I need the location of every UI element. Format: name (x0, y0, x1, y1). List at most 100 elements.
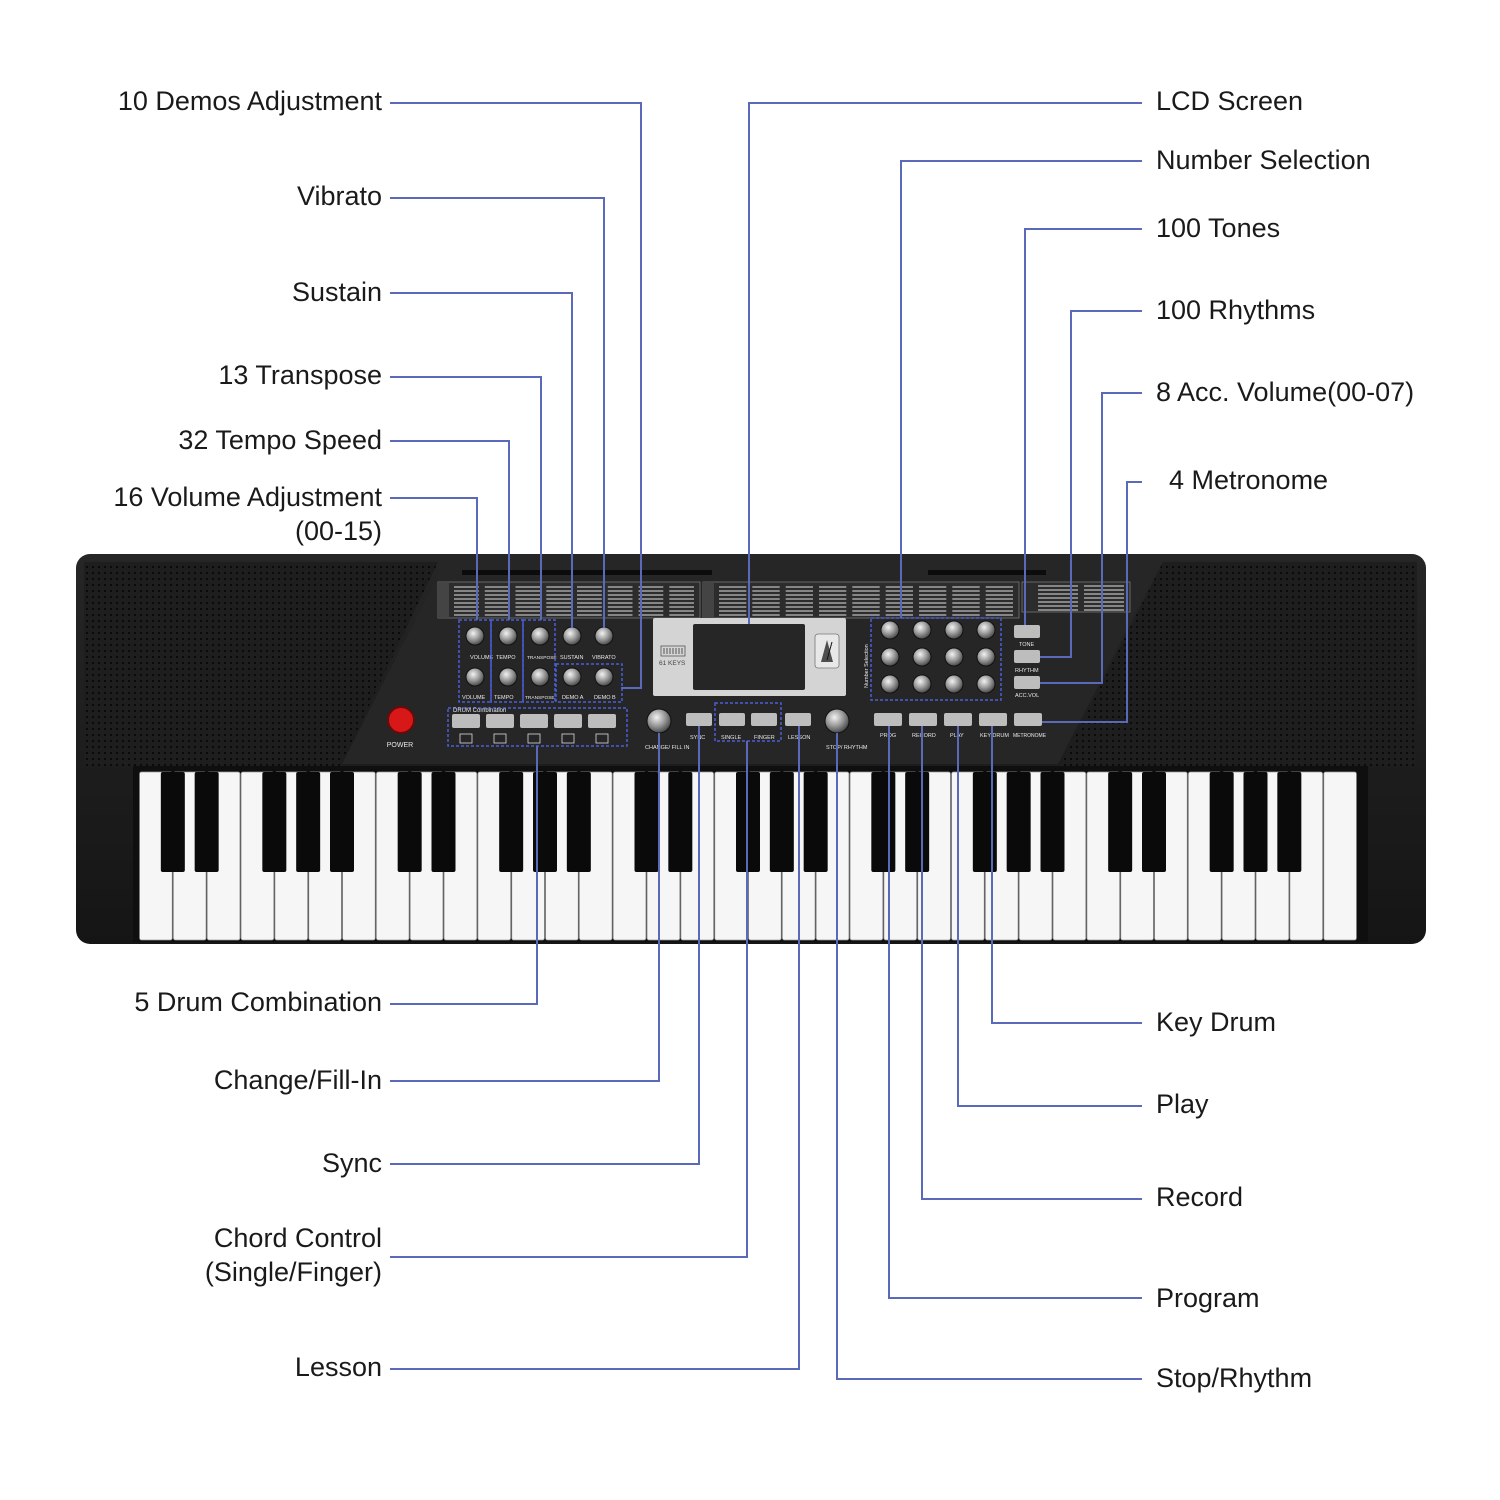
label-metronome: METRONOME (1013, 733, 1047, 739)
black-key[interactable] (499, 772, 524, 872)
black-key[interactable] (1277, 772, 1302, 872)
callout-text: Record (1156, 1182, 1244, 1212)
callout-sync: Sync (322, 1146, 382, 1180)
leader-line (748, 102, 1142, 624)
number-button[interactable] (880, 647, 900, 667)
drum-icon (595, 733, 609, 744)
single-button[interactable] (719, 713, 745, 726)
black-key[interactable] (330, 772, 354, 872)
black-key[interactable] (769, 772, 794, 872)
round-button[interactable] (498, 667, 518, 687)
round-button[interactable] (465, 667, 485, 687)
black-key[interactable] (566, 772, 591, 872)
black-key[interactable] (431, 772, 456, 872)
rhythm-button[interactable] (1014, 650, 1040, 663)
callout-program: Program (1156, 1281, 1260, 1315)
drum-button[interactable] (452, 714, 480, 728)
callout-text: Sync (321, 1148, 382, 1178)
function-button[interactable] (979, 713, 1007, 726)
drum-icon (459, 733, 473, 744)
round-button[interactable] (594, 626, 614, 646)
callout-lesson: Lesson (295, 1350, 382, 1384)
black-key[interactable] (160, 772, 185, 872)
round-button[interactable] (594, 667, 614, 687)
black-key[interactable] (1006, 772, 1031, 872)
tone-button[interactable] (1014, 625, 1040, 638)
number-button[interactable] (880, 620, 900, 640)
number-button[interactable] (912, 647, 932, 667)
black-key[interactable] (194, 772, 219, 872)
label-key-drum: KEY DRUM (980, 733, 1009, 739)
leader-line (836, 733, 1142, 1380)
drum-button[interactable] (520, 714, 548, 728)
leader-line (390, 497, 478, 620)
number-button[interactable] (976, 647, 996, 667)
callout-text: Change/Fill-In (213, 1065, 382, 1095)
number-button[interactable] (912, 620, 932, 640)
black-key[interactable] (803, 772, 828, 872)
drum-button[interactable] (486, 714, 514, 728)
black-key[interactable] (871, 772, 896, 872)
acc-vol-button[interactable] (1014, 676, 1040, 689)
change-fill-in-button[interactable] (646, 708, 672, 734)
black-key[interactable] (972, 772, 997, 872)
round-button[interactable] (562, 667, 582, 687)
black-key[interactable] (634, 772, 659, 872)
label-vibrato: VIBRATO (592, 655, 616, 661)
lcd-badge: 61 KEYS (659, 660, 686, 667)
callout-text: 16 Volume Adjustment (113, 482, 382, 512)
function-button[interactable] (944, 713, 972, 726)
label-demo-a: DEMO A (562, 695, 584, 701)
leader-line (1024, 228, 1142, 625)
function-button[interactable] (909, 713, 937, 726)
number-button[interactable] (944, 620, 964, 640)
black-key[interactable] (1142, 772, 1166, 872)
stop-rhythm-button[interactable] (824, 708, 850, 734)
label-tone: TONE (1019, 642, 1035, 648)
callout-text: Chord Control (213, 1223, 382, 1253)
function-button[interactable] (1014, 713, 1042, 726)
black-key[interactable] (1108, 772, 1133, 872)
power-button[interactable] (387, 706, 415, 734)
leader-line (957, 726, 1142, 1107)
callout-text: 8 Acc. Volume(00-07) (1156, 377, 1415, 407)
number-button[interactable] (944, 647, 964, 667)
right-speaker-grille (1060, 562, 1417, 766)
black-key[interactable] (533, 772, 557, 872)
number-button[interactable] (976, 620, 996, 640)
leader-lines (390, 102, 1142, 1380)
round-button[interactable] (530, 626, 550, 646)
lesson-button[interactable] (785, 713, 811, 726)
black-key[interactable] (397, 772, 422, 872)
round-button[interactable] (530, 667, 550, 687)
label-transpose-down: TRANSPOSE (525, 695, 555, 701)
sync-button[interactable] (686, 713, 712, 726)
callout-chord-control: Chord Control (Single/Finger) (205, 1221, 382, 1289)
label-sustain: SUSTAIN (560, 655, 583, 661)
function-button[interactable] (874, 713, 902, 726)
black-key[interactable] (1243, 772, 1268, 872)
black-key[interactable] (262, 772, 287, 872)
label-demo-b: DEMO B (594, 695, 616, 701)
drum-icon (493, 733, 507, 744)
callout-text: Number Selection (1156, 145, 1371, 175)
drum-button[interactable] (588, 714, 616, 728)
finger-button[interactable] (751, 713, 777, 726)
round-button[interactable] (498, 626, 518, 646)
drum-button[interactable] (554, 714, 582, 728)
number-button[interactable] (944, 674, 964, 694)
number-button[interactable] (912, 674, 932, 694)
number-button[interactable] (880, 674, 900, 694)
round-button[interactable] (465, 626, 485, 646)
white-key[interactable] (1323, 771, 1357, 941)
black-key[interactable] (1209, 772, 1234, 872)
round-button[interactable] (562, 626, 582, 646)
black-key[interactable] (1040, 772, 1065, 872)
rhythm-list (702, 581, 1020, 619)
label-number-selection: Number Selection (864, 644, 870, 688)
black-key[interactable] (296, 772, 321, 872)
black-key[interactable] (905, 772, 930, 872)
black-key[interactable] (668, 772, 693, 872)
number-button[interactable] (976, 674, 996, 694)
